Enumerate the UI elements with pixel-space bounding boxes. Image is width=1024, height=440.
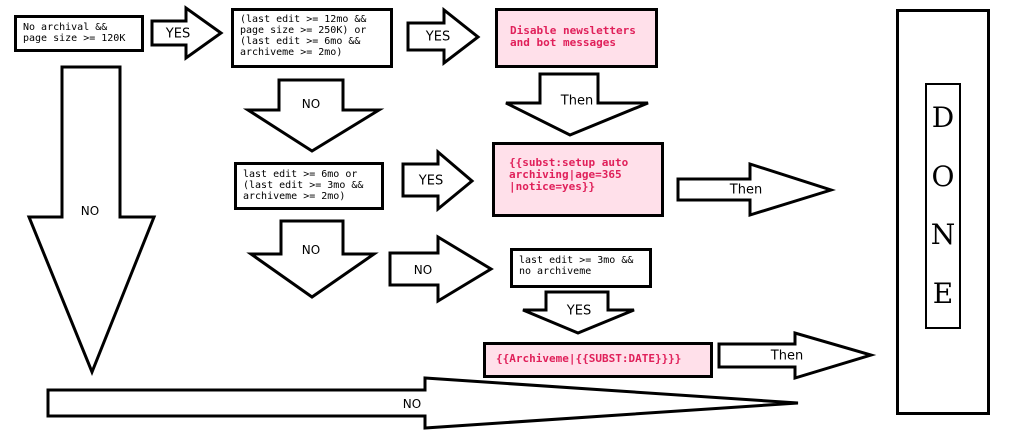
arrow-no-big: [26, 65, 157, 377]
done-letter-n: N: [930, 218, 956, 252]
box-condition-6mo: last edit >= 6mo or (last edit >= 3mo &&…: [234, 162, 384, 210]
label-no-big: NO: [80, 204, 100, 218]
arrow-no-1: [242, 78, 385, 153]
label-yes-2: YES: [425, 29, 451, 45]
arrow-yes-3: [401, 148, 475, 213]
label-then-1: Then: [560, 93, 594, 109]
label-no-2: NO: [301, 243, 321, 257]
arrow-then-2: [676, 161, 836, 218]
label-yes-3: YES: [418, 173, 444, 189]
arrow-then-3: [717, 331, 877, 381]
done-letter-e: E: [932, 276, 954, 310]
label-then-3: Then: [770, 348, 804, 364]
arrow-no-2: [246, 219, 379, 299]
box-condition-3mo: last edit >= 3mo && no archiveme: [510, 248, 652, 288]
label-no-1: NO: [301, 97, 321, 111]
done-box: D O N E: [925, 83, 961, 329]
arrow-then-1: [505, 72, 649, 137]
arrow-yes-2: [406, 6, 481, 67]
label-no-bottom: NO: [402, 397, 422, 411]
arrow-yes-1: [150, 5, 224, 61]
arrow-yes-4: [522, 290, 635, 335]
label-yes-1: YES: [165, 26, 191, 42]
done-letter-o: O: [931, 159, 955, 193]
box-no-archival: No archival && page size >= 120K: [14, 15, 144, 52]
arrow-no-3: [388, 234, 494, 304]
arrow-no-bottom: [46, 376, 799, 430]
label-yes-4: YES: [566, 303, 592, 319]
done-letter-d: D: [931, 101, 955, 135]
box-archiveme-template: {{Archiveme|{{SUBST:DATE}}}}: [483, 342, 713, 378]
label-no-3: NO: [413, 263, 433, 277]
box-setup-auto-archiving: {{subst:setup auto archiving|age=365 |no…: [492, 142, 664, 217]
box-disable-newsletters: Disable newsletters and bot messages: [495, 8, 658, 68]
box-condition-12mo: (last edit >= 12mo && page size >= 250K)…: [231, 8, 393, 68]
label-then-2: Then: [729, 182, 763, 198]
